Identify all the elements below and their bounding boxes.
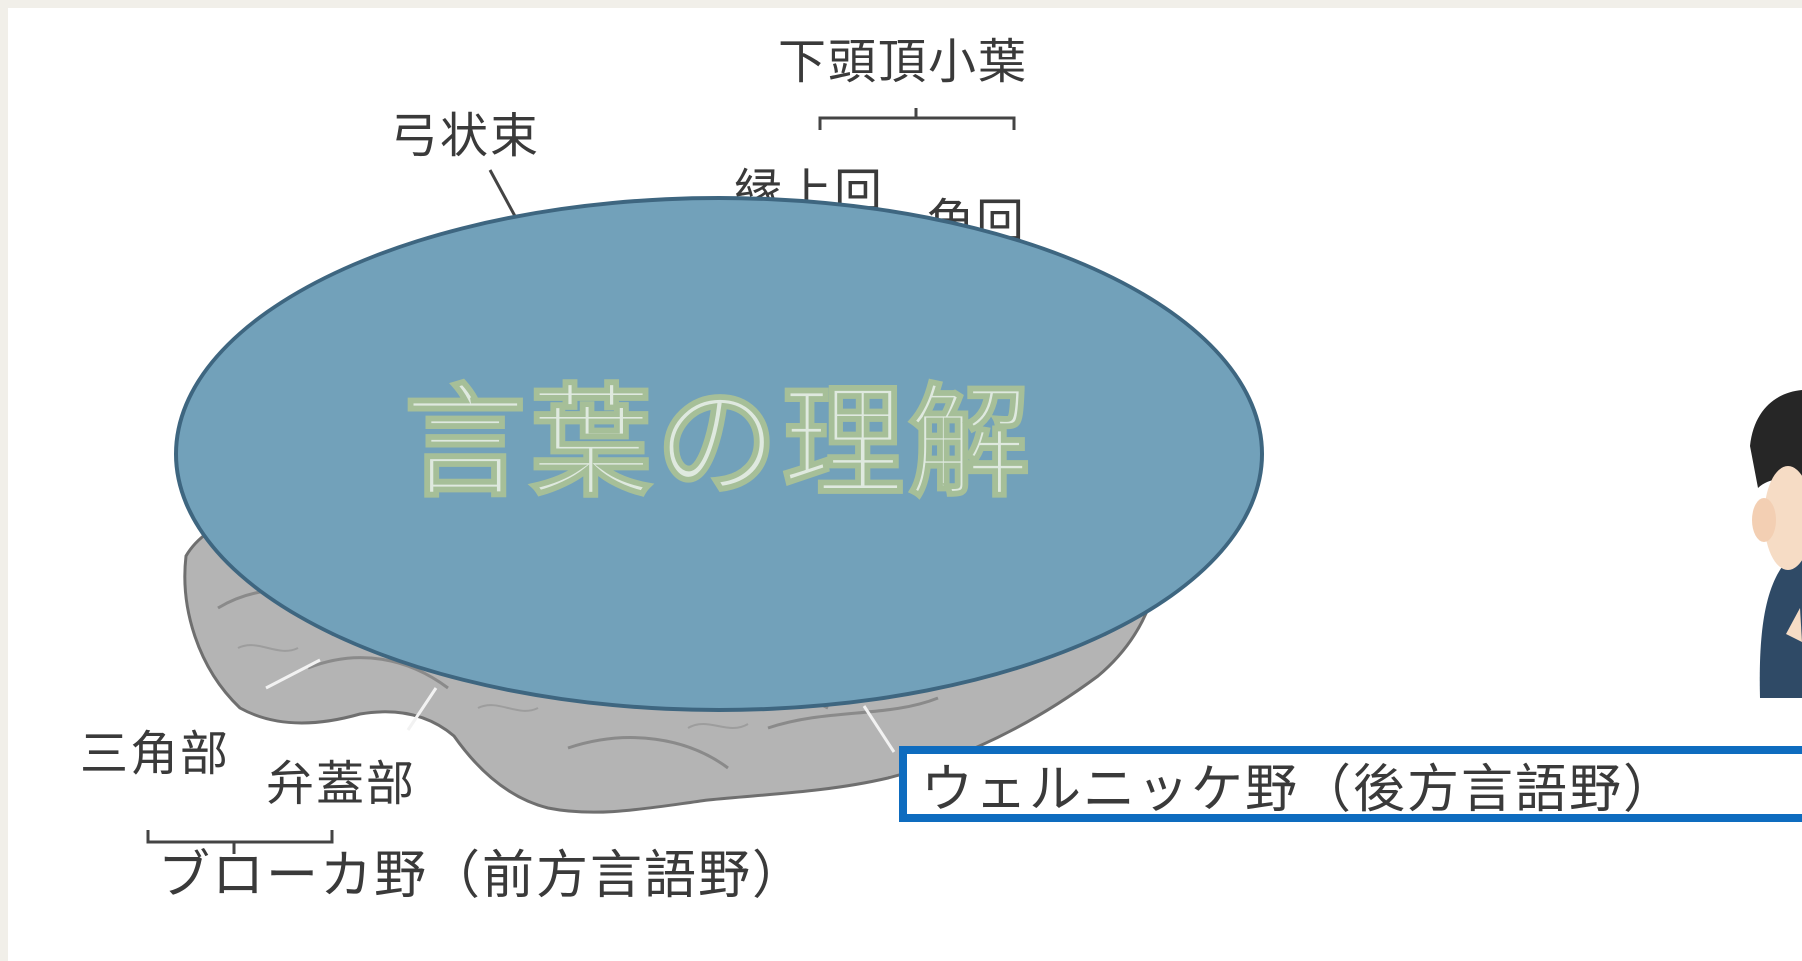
callout-text: 言葉の理解: [403, 371, 1034, 515]
wernicke-highlight-box: ウェルニッケ野（後方言語野）: [899, 746, 1802, 822]
lower-parietal-lobule-label: 下頭頂小葉: [778, 34, 1029, 90]
language-comprehension-callout: 言葉の理解: [174, 196, 1264, 712]
arcuate-leader: [488, 169, 518, 219]
person-illustration: [1750, 390, 1802, 698]
broca-area-label: ブローカ野（前方言語野）: [158, 846, 807, 906]
broca-bracket: [146, 830, 334, 854]
triangular-part-label: 三角部: [80, 726, 231, 782]
slide: 下頭頂小葉 弓状束 縁上回 角回 三角部 弁蓋部 ブローカ野（前方言語野） ウェ…: [8, 8, 1802, 961]
wernicke-area-label: ウェルニッケ野（後方言語野）: [921, 760, 1678, 820]
lower-parietal-bracket: [818, 108, 1016, 130]
opercular-part-label: 弁蓋部: [266, 756, 417, 812]
arcuate-fasciculus-label: 弓状束: [390, 108, 541, 164]
